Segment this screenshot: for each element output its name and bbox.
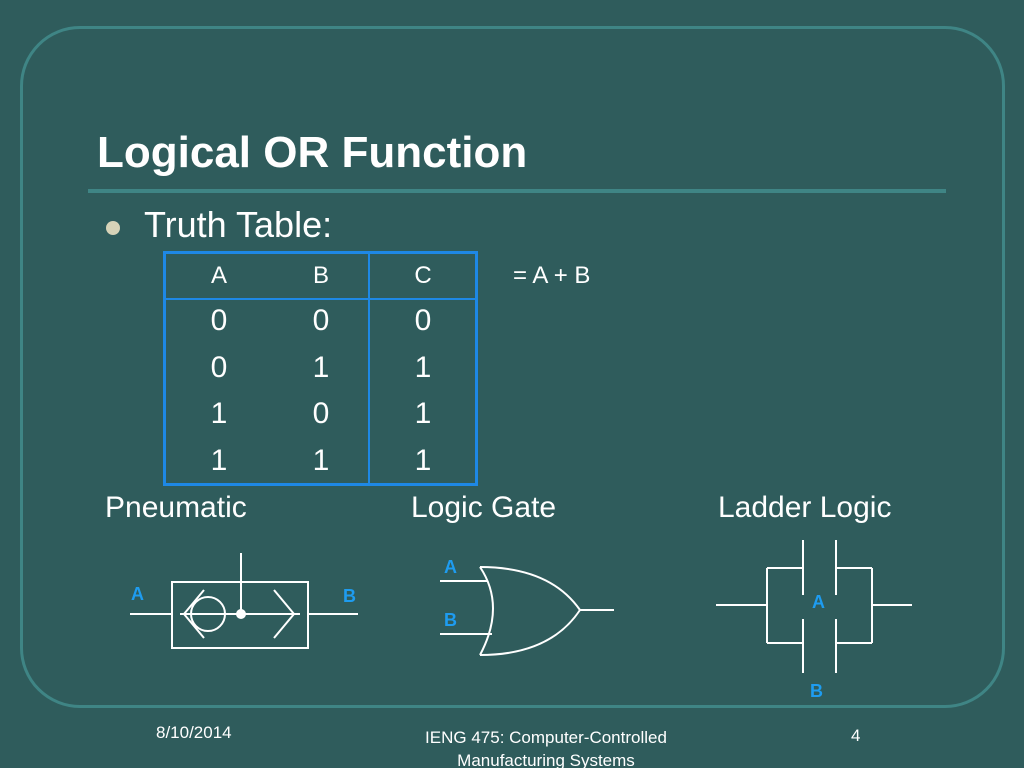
pneumatic-junction-dot bbox=[236, 609, 246, 619]
truth-table-cell: 1 bbox=[414, 351, 432, 384]
or-gate-input-b-label: B bbox=[444, 610, 457, 630]
footer-page-number: 4 bbox=[851, 726, 861, 745]
or-equation: = A + B bbox=[513, 262, 591, 289]
pneumatic-or-valve-diagram bbox=[130, 553, 358, 649]
ladder-contact-b-label: B bbox=[810, 681, 823, 701]
slide-frame bbox=[20, 26, 1005, 708]
title-divider bbox=[88, 189, 946, 193]
slide-title: Logical OR Function bbox=[97, 128, 528, 177]
ladder-logic-label: Ladder Logic bbox=[718, 491, 892, 524]
or-gate-input-a-label: A bbox=[444, 557, 457, 577]
truth-table-cell: 0 bbox=[210, 351, 228, 384]
truth-table-cell: 1 bbox=[210, 397, 228, 430]
or-gate-top-curve bbox=[479, 566, 581, 611]
truth-table-cell: 1 bbox=[312, 351, 330, 384]
footer-course-line2: Manufacturing Systems bbox=[457, 751, 635, 768]
pneumatic-label: Pneumatic bbox=[105, 491, 247, 524]
truth-table-cell: 0 bbox=[210, 304, 228, 337]
truth-table-header-c: C bbox=[414, 262, 432, 289]
pneumatic-ball bbox=[190, 596, 226, 632]
bullet-icon bbox=[106, 221, 120, 235]
or-gate-diagram bbox=[440, 566, 614, 656]
truth-table-cell: 0 bbox=[312, 304, 330, 337]
truth-table-cell: 1 bbox=[414, 444, 432, 477]
truth-table-cell: 1 bbox=[312, 444, 330, 477]
pneumatic-input-b-label: B bbox=[343, 586, 356, 606]
truth-table-cell: 1 bbox=[210, 444, 228, 477]
ladder-contact-a-label: A bbox=[812, 592, 825, 612]
truth-table-cell: 0 bbox=[312, 397, 330, 430]
truth-table-header-b: B bbox=[312, 262, 329, 289]
or-gate-bottom-curve bbox=[479, 609, 581, 656]
footer-course: IENG 475: Computer-Controlled Manufactur… bbox=[386, 726, 706, 768]
or-gate-back-curve bbox=[479, 566, 494, 656]
truth-table-header-divider bbox=[166, 298, 475, 300]
pneumatic-left-seat bbox=[182, 589, 205, 639]
truth-table-cell: 0 bbox=[414, 304, 432, 337]
logic-gate-label: Logic Gate bbox=[411, 491, 557, 524]
ladder-logic-diagram bbox=[716, 540, 912, 673]
truth-table-cell: 1 bbox=[414, 397, 432, 430]
footer-date: 8/10/2014 bbox=[156, 723, 232, 742]
truth-table-header-a: A bbox=[210, 262, 227, 289]
footer-course-line1: IENG 475: Computer-Controlled bbox=[425, 728, 667, 747]
truth-table-output-divider bbox=[368, 254, 370, 483]
bullet-text: Truth Table: bbox=[144, 204, 333, 245]
truth-table: A B C 0 0 0 0 1 1 1 0 1 1 1 1 bbox=[163, 251, 478, 486]
pneumatic-input-a-label: A bbox=[131, 584, 144, 604]
pneumatic-right-seat bbox=[273, 589, 296, 639]
